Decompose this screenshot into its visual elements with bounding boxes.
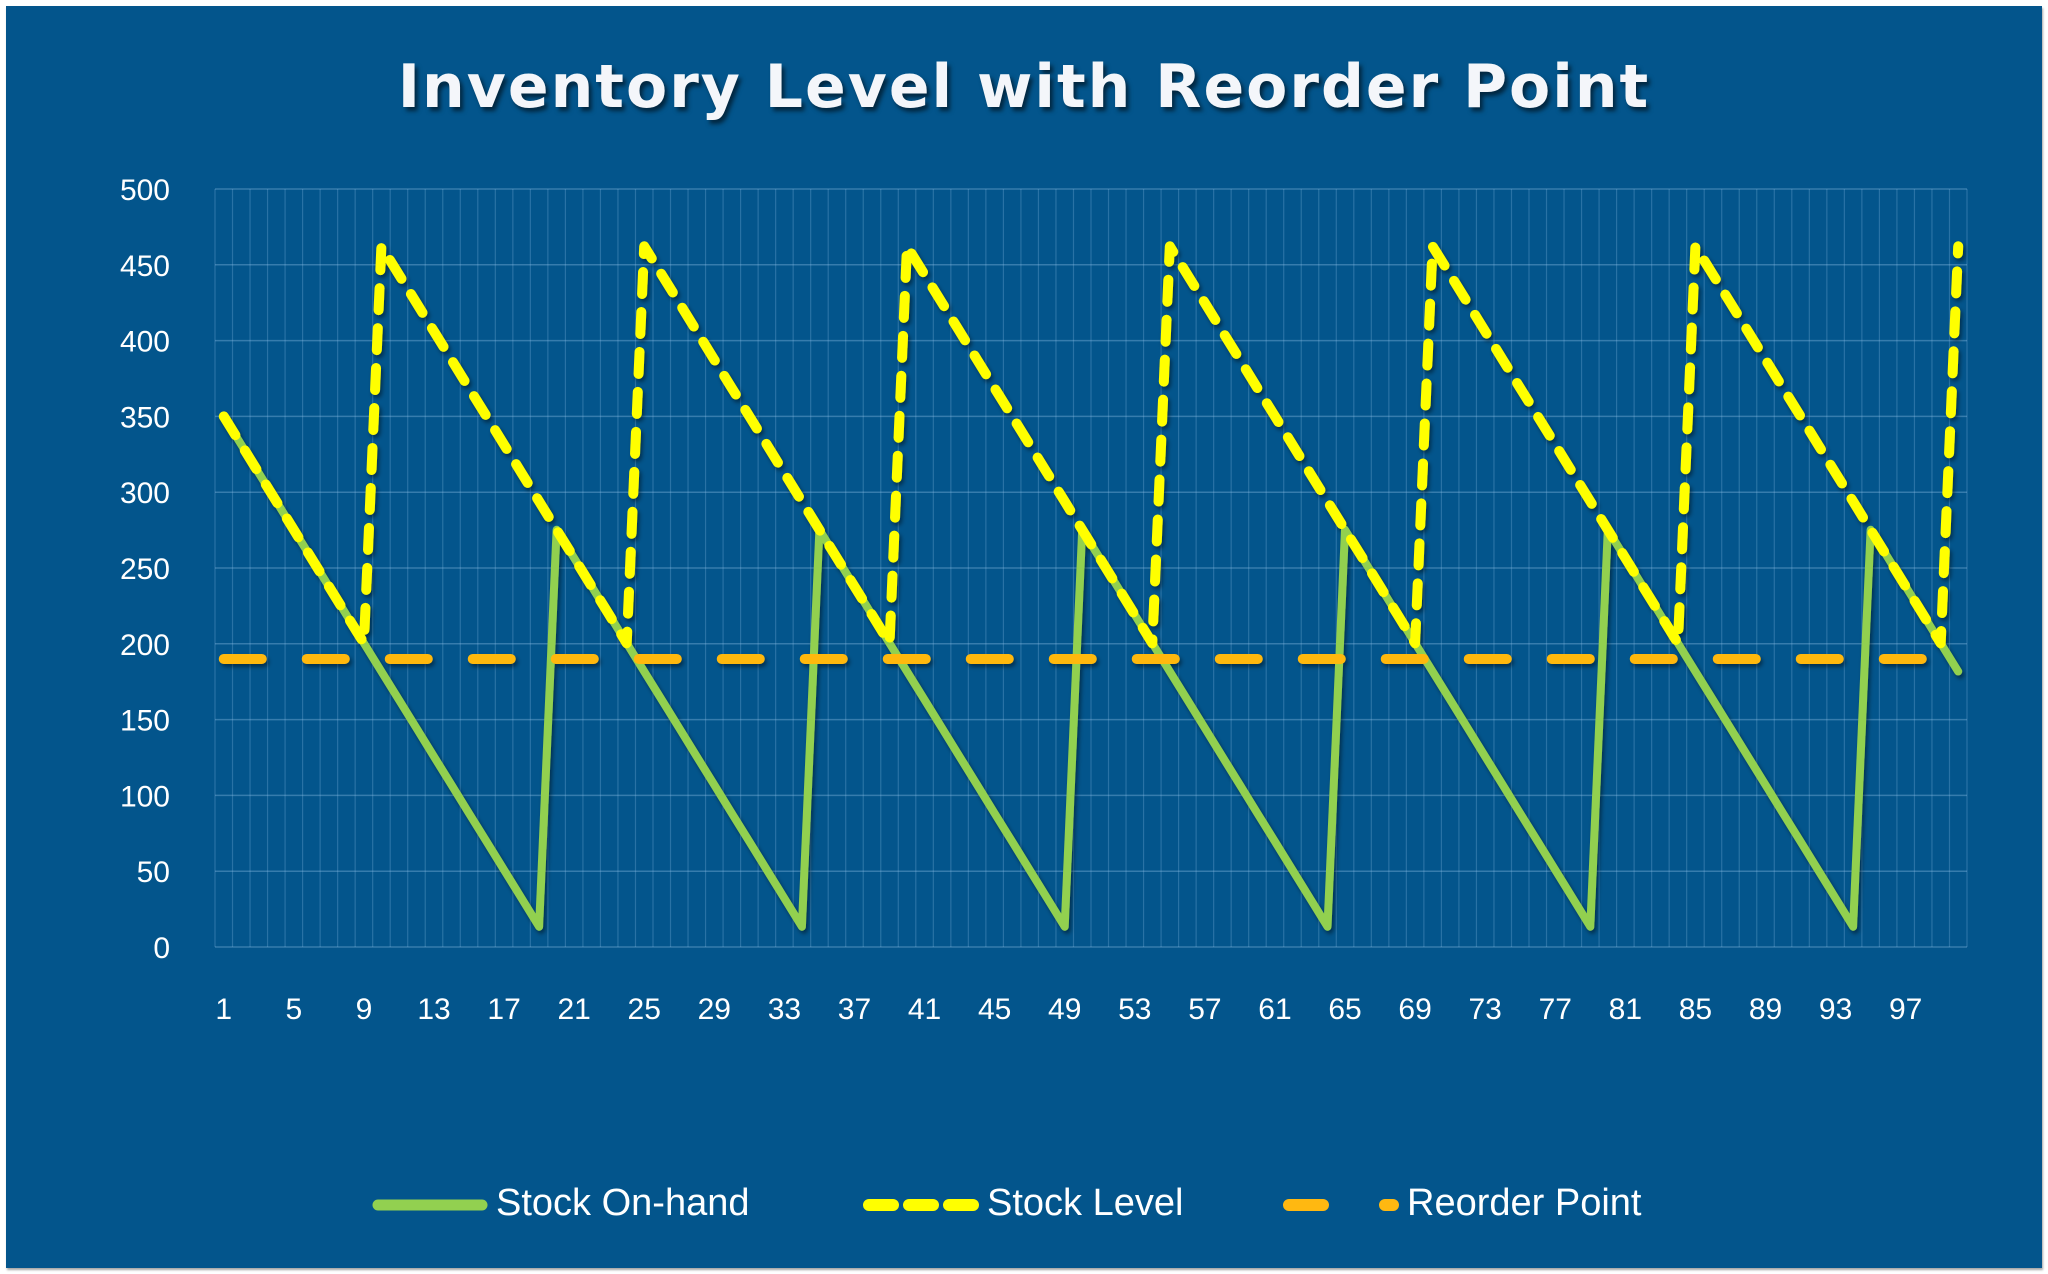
legend: Stock On-hand Stock Level Reorder Point <box>0 1178 2048 1228</box>
y-tick-label: 400 <box>120 326 170 359</box>
x-tick-label: 41 <box>908 993 941 1026</box>
x-tick-label: 29 <box>698 993 731 1026</box>
x-tick-label: 49 <box>1048 993 1081 1026</box>
y-tick-label: 0 <box>153 932 170 965</box>
x-tick-label: 17 <box>487 993 520 1026</box>
x-tick-label: 13 <box>417 993 450 1026</box>
y-tick-label: 250 <box>120 553 170 586</box>
y-tick-label: 200 <box>120 629 170 662</box>
y-tick-label: 300 <box>120 477 170 510</box>
x-tick-label: 69 <box>1398 993 1431 1026</box>
x-tick-label: 73 <box>1469 993 1502 1026</box>
x-tick-label: 85 <box>1679 993 1712 1026</box>
legend-label: Reorder Point <box>1407 1181 1642 1224</box>
series-lines <box>218 241 1964 931</box>
y-tick-label: 100 <box>120 780 170 813</box>
x-tick-label: 25 <box>628 993 661 1026</box>
dashed-line-swatch-icon <box>863 1197 979 1211</box>
chart-title: Inventory Level with Reorder Point <box>397 52 1651 122</box>
long-dash-swatch-icon <box>1283 1197 1399 1211</box>
x-tick-label: 57 <box>1188 993 1221 1026</box>
x-tick-label: 65 <box>1328 993 1361 1026</box>
x-tick-label: 5 <box>285 993 302 1026</box>
x-tick-label: 21 <box>557 993 590 1026</box>
x-tick-label: 9 <box>356 993 373 1026</box>
y-tick-label: 500 <box>120 174 170 207</box>
x-tick-label: 37 <box>838 993 871 1026</box>
y-axis-labels: 0 50 100 150 200 250 300 350 400 450 500 <box>120 174 170 965</box>
x-tick-label: 53 <box>1118 993 1151 1026</box>
chart-panel <box>6 6 2042 1268</box>
y-tick-label: 350 <box>120 401 170 434</box>
x-tick-label: 93 <box>1819 993 1852 1026</box>
x-tick-label: 97 <box>1889 993 1922 1026</box>
x-tick-label: 77 <box>1539 993 1572 1026</box>
y-tick-label: 50 <box>137 856 170 889</box>
x-tick-label: 1 <box>215 993 232 1026</box>
y-tick-label: 150 <box>120 705 170 738</box>
x-tick-label: 81 <box>1609 993 1642 1026</box>
x-tick-label: 33 <box>768 993 801 1026</box>
series-stock-level <box>218 241 1964 649</box>
x-tick-label: 61 <box>1258 993 1291 1026</box>
legend-label: Stock On-hand <box>496 1181 750 1224</box>
solid-line-swatch-icon <box>372 1197 488 1211</box>
legend-item-stock-on-hand[interactable]: Stock On-hand <box>372 1178 749 1228</box>
legend-item-reorder-point[interactable]: Reorder Point <box>1283 1178 1641 1228</box>
legend-item-stock-level[interactable]: Stock Level <box>863 1178 1183 1228</box>
y-tick-label: 450 <box>120 250 170 283</box>
x-tick-label: 89 <box>1749 993 1782 1026</box>
x-axis-labels: 1 5 9 13 17 21 25 29 33 37 41 45 49 53 57 61 65 69 73 77 81 8… <box>215 993 1922 1026</box>
legend-label: Stock Level <box>987 1181 1184 1224</box>
x-tick-label: 45 <box>978 993 1011 1026</box>
